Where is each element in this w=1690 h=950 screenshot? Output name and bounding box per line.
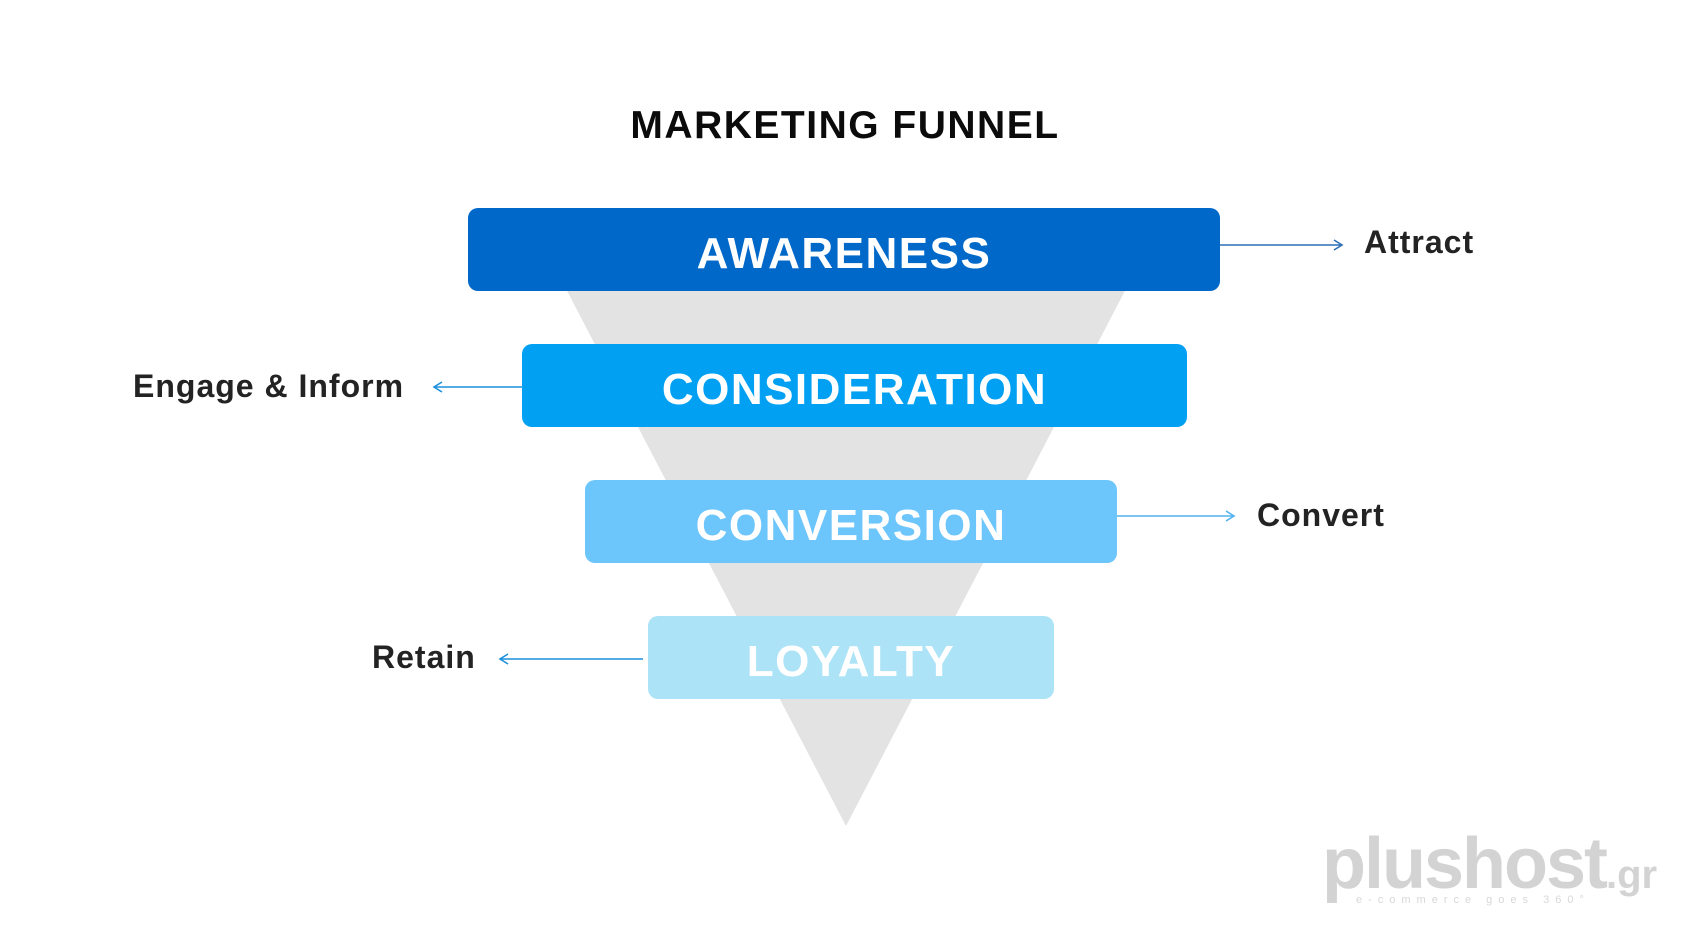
label-engage-inform: Engage & Inform	[133, 368, 405, 404]
diagram-title: MARKETING FUNNEL	[630, 104, 1060, 147]
watermark-domain-suffix: .gr	[1606, 853, 1658, 897]
label-retain: Retain	[372, 639, 476, 675]
stage-awareness: AWARENESS	[468, 208, 1220, 291]
arrow-attract	[1220, 239, 1344, 251]
arrow-convert	[1117, 510, 1236, 522]
label-convert: Convert	[1257, 497, 1385, 533]
stage-consideration: CONSIDERATION	[522, 344, 1187, 427]
plushost-watermark-logo: plushost.gr e-commerce goes 360°	[1322, 828, 1662, 918]
label-attract: Attract	[1364, 224, 1475, 260]
stage-loyalty-label: LOYALTY	[746, 636, 956, 686]
arrow-retain	[498, 653, 643, 665]
stage-loyalty: LOYALTY	[648, 616, 1054, 699]
stage-consideration-label: CONSIDERATION	[661, 364, 1048, 414]
stage-conversion-label: CONVERSION	[695, 500, 1007, 550]
stage-awareness-label: AWARENESS	[696, 228, 992, 278]
stage-conversion: CONVERSION	[585, 480, 1117, 563]
watermark-tagline: e-commerce goes 360°	[1356, 894, 1590, 906]
watermark-brand: plushost	[1322, 824, 1608, 904]
arrow-engage	[432, 381, 522, 393]
